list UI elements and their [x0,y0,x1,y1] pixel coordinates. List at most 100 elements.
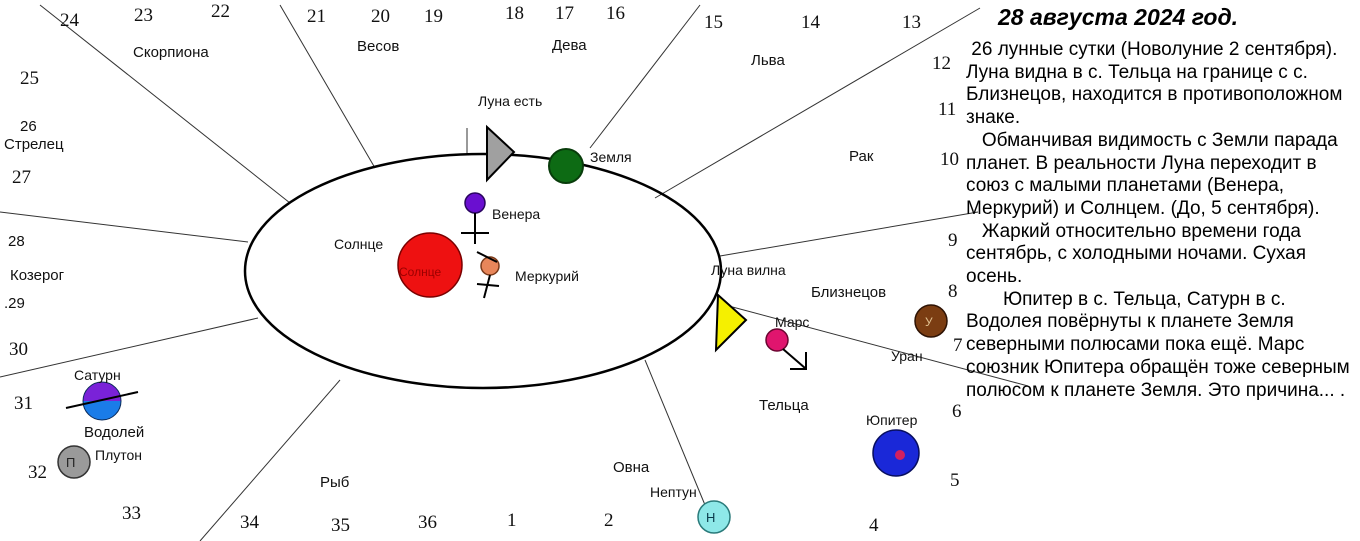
pluto-label: Плутон [95,447,142,463]
degree-number: 16 [606,3,625,24]
sun-inner-label: Солнце [399,265,441,279]
sun-label: Солнце [334,236,383,252]
degree-number: 25 [20,68,39,89]
description-panel: 28 августа 2024 год. 26 лунные сутки (Но… [966,6,1356,402]
moon-visible-label: Луна вилна [711,262,786,278]
uranus-label: Уран [891,348,923,364]
sign-label-cancer: Рак [849,148,874,165]
uranus-mark: У [925,315,933,329]
mercury-axis-icon [476,251,498,263]
degree-number: 23 [134,5,153,26]
sector-ray [279,4,376,169]
sign-label-aquarius: Водолей [84,424,144,441]
earth-icon [548,148,584,184]
degree-number: 9 [948,230,958,251]
sign-label-pisces: Рыб [320,474,349,491]
degree-number: 22 [211,1,230,22]
pluto-mark: П [66,455,75,470]
degree-number: 26 [20,118,37,135]
sign-label-gemini: Близнецов [811,284,886,301]
sector-ray [644,359,706,506]
saturn-icon [83,401,121,420]
mercury-axis-icon [476,283,500,287]
sign-label-sagittarius: Стрелец [4,136,64,153]
sector-ray [0,317,259,378]
moon-real-icon [486,124,516,183]
mars-arrow-icon [790,352,807,370]
mars-arrow-icon [782,348,806,369]
degree-number: 5 [950,470,960,491]
sign-label-virgo: Дева [552,37,587,54]
saturn-axis-icon [65,391,139,409]
sector-ray [719,211,979,257]
neptune-label: Нептун [650,484,697,500]
sign-label-leo: Льва [751,52,785,69]
mars-icon [765,328,789,352]
sector-ray [654,7,981,199]
degree-number: 19 [424,6,443,27]
sector-ray [724,304,1029,387]
degree-number: 33 [122,503,141,524]
degree-number: 15 [704,12,723,33]
neptune-icon [697,500,731,534]
degree-number: 12 [932,53,951,74]
sector-ray [589,4,701,149]
moon-real-label: Луна есть [478,93,542,109]
degree-number: 34 [240,512,260,533]
page-title: 28 августа 2024 год. [998,4,1239,30]
description-paragraph: Обманчивая видимость с Земли парада план… [966,129,1343,219]
degree-number: 18 [505,3,524,24]
sign-label-scorpio: Скорпиона [133,44,209,61]
degree-number: 20 [371,6,390,27]
degree-number: 1 [507,510,517,531]
venus-icon [464,192,486,214]
mercury-axis-icon [483,274,491,299]
mars-label: Марс [775,314,809,330]
venus-label: Венера [492,206,540,222]
degree-number: 31 [14,393,33,414]
degree-number: 6 [952,401,962,422]
saturn-outline-icon [82,381,122,421]
degree-number: 30 [9,339,28,360]
degree-number: 32 [28,462,47,483]
jupiter-label: Юпитер [866,412,918,428]
degree-number: 10 [940,149,959,170]
degree-number: .29 [4,295,25,312]
sign-label-taurus: Тельца [759,397,809,414]
jupiter-spot-icon [895,450,905,460]
mercury-label: Меркурий [515,268,579,284]
sign-label-aries: Овна [613,459,650,476]
saturn-label: Сатурн [74,367,121,383]
orbit-ellipse [243,152,723,390]
degree-number: 13 [902,12,921,33]
neptune-mark: Н [706,510,715,525]
degree-number: 21 [307,6,326,27]
description-paragraph: Юпитер в с. Тельца, Сатурн в с. Водолея … [966,288,1356,401]
degree-number: 27 [12,167,31,188]
sector-ray [0,211,249,243]
degree-number: 28 [8,233,25,250]
degree-number: 36 [418,512,437,533]
degree-number: 24 [60,10,80,31]
degree-number: 11 [938,99,956,120]
sign-label-capricorn: Козерог [10,267,65,284]
uranus-icon [914,304,948,338]
description-paragraph: Жаркий относительно времени года сентябр… [966,220,1312,288]
description-paragraph: 26 лунные сутки (Новолуние 2 сентября). … [966,39,1348,129]
earth-label: Земля [590,149,632,165]
pluto-icon [57,445,91,479]
sector-ray [39,4,291,204]
degree-number: 14 [801,12,821,33]
degree-number: 17 [555,3,574,24]
moon-visible-icon [714,292,748,353]
mercury-icon [480,256,500,276]
sun-icon [397,232,463,298]
degree-number: 35 [331,515,350,536]
degree-number: 4 [869,515,879,536]
sign-label-libra: Весов [357,38,399,55]
degree-number: 8 [948,281,958,302]
sector-ray [199,379,341,541]
saturn-icon [83,382,121,401]
